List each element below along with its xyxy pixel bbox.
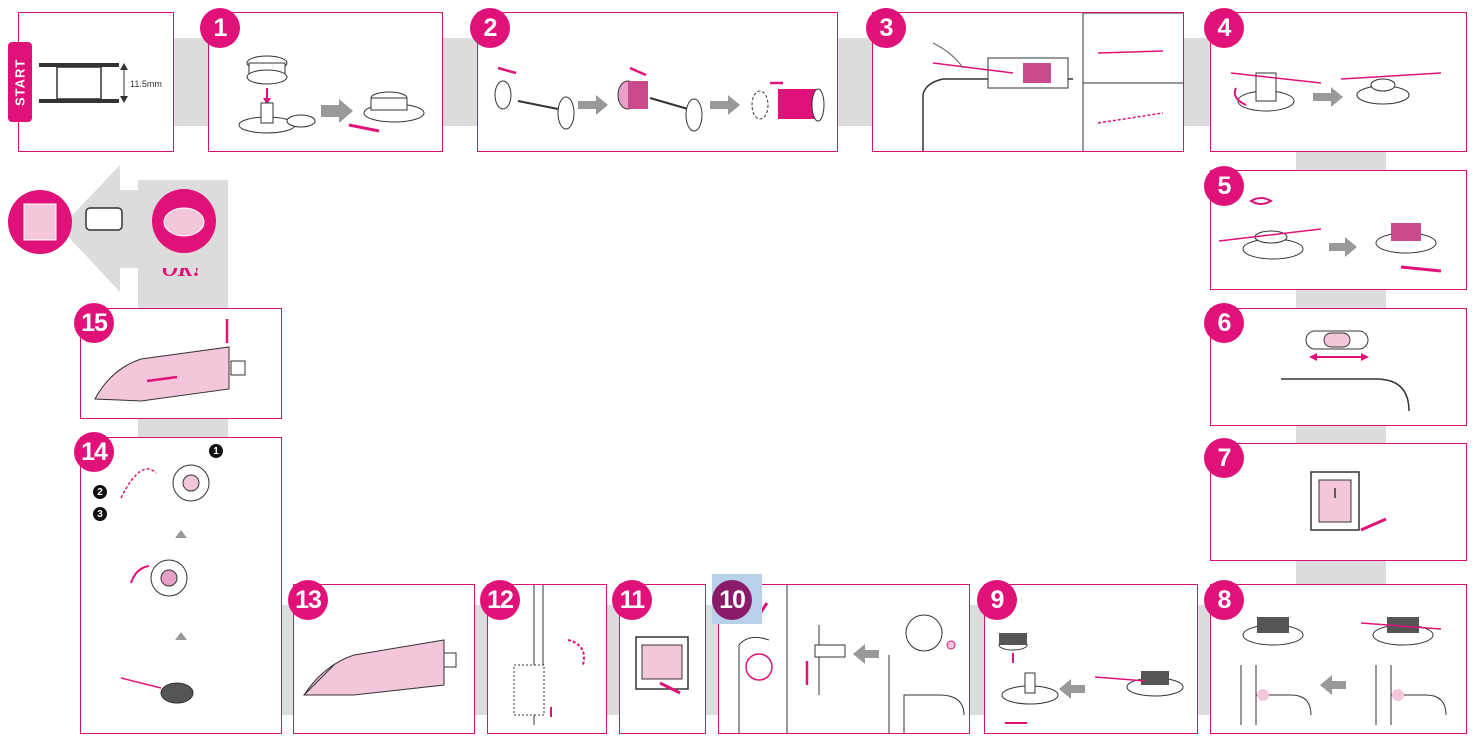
step-4-illustration [1230, 72, 1442, 112]
step-11-illustration [635, 636, 689, 695]
bobbin-diagram [39, 63, 128, 103]
step-badge-6: 6 [1204, 303, 1244, 343]
step-badge-7: 7 [1204, 438, 1244, 478]
step-badge-13: 13 [288, 580, 328, 620]
step-badge-11: 11 [612, 580, 652, 620]
step-badge-12: 12 [480, 580, 520, 620]
step-1-illustration [238, 55, 425, 134]
step-5-illustration [1218, 197, 1442, 273]
step-3-illustration [922, 13, 1183, 151]
panel-step-11 [619, 584, 706, 734]
panel-start: 11.5mm [18, 12, 174, 152]
panel-step-7 [1210, 443, 1467, 561]
step-9-illustration [998, 633, 1184, 724]
step-7-illustration [1310, 471, 1387, 532]
panel-step-1 [208, 12, 443, 152]
panel-step-2 [477, 12, 838, 152]
step-badge-2: 2 [470, 8, 510, 48]
step-6-illustration [1281, 330, 1410, 412]
step-2-illustration [494, 66, 825, 132]
panel-step-4 [1210, 12, 1467, 152]
panel-step-6 [1210, 308, 1467, 426]
step-badge-5: 5 [1204, 166, 1244, 206]
step-12-illustration [513, 585, 585, 725]
step-badge-1: 1 [200, 8, 240, 48]
panel-step-5 [1210, 170, 1467, 290]
step-14-illustration [120, 464, 210, 704]
step-15-illustration [94, 319, 246, 402]
step-badge-15: 15 [74, 303, 114, 343]
step-14-sub-marker-2: 2 [93, 485, 107, 499]
step-badge-9: 9 [977, 580, 1017, 620]
bobbin-height-label: 11.5mm [130, 79, 162, 89]
step-badge-4: 4 [1204, 8, 1244, 48]
step-badge-10: 10 [712, 580, 752, 620]
step-13-illustration [303, 639, 457, 696]
panel-step-8 [1210, 584, 1467, 734]
step-badge-3: 3 [866, 8, 906, 48]
panel-step-3 [872, 12, 1184, 152]
step-badge-8: 8 [1204, 580, 1244, 620]
step-badge-14: 14 [74, 432, 114, 472]
step-14-sub-marker-1: 1 [209, 444, 223, 458]
step-14-sub-marker-3: 3 [93, 507, 107, 521]
panel-step-14: 1 2 3 [80, 437, 282, 734]
step-8-illustration [1240, 617, 1447, 725]
panel-step-9 [984, 584, 1198, 734]
